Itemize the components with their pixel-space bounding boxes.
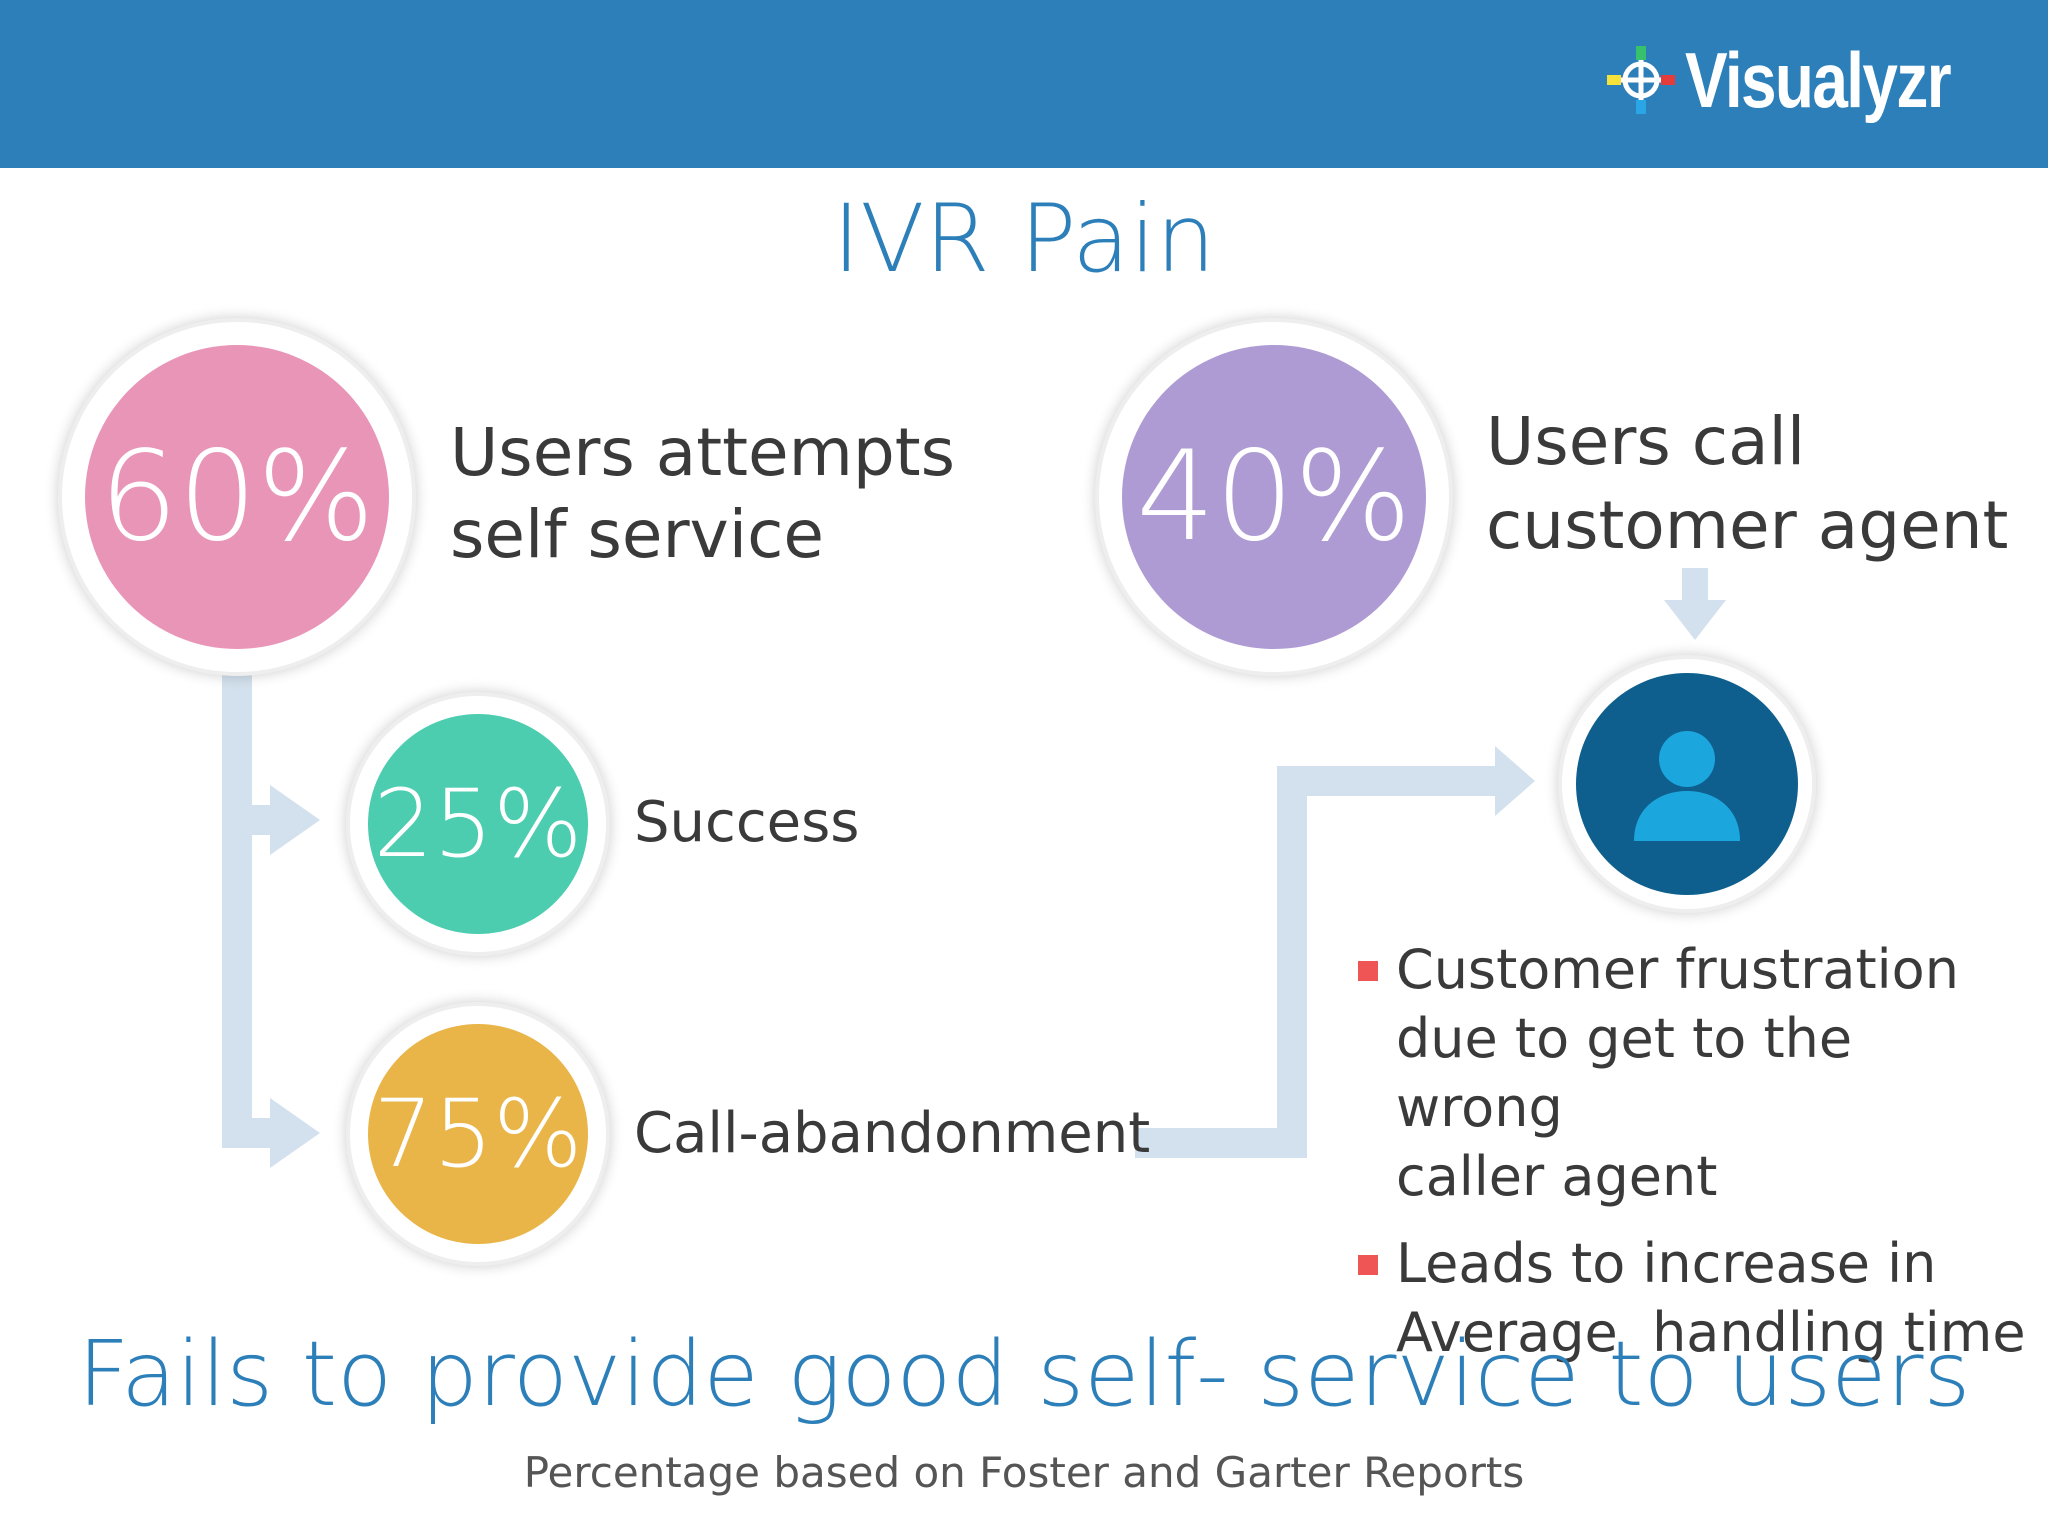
source-note: Percentage based on Foster and Garter Re… [523,1448,1525,1497]
bullet-1-line1: Customer frustration [1396,938,1959,1001]
branch-abandon-connector [222,1118,274,1148]
arrow-down-agent [1664,600,1726,640]
trunk-connector [222,670,252,1148]
agent-call-percent: 40% [1122,345,1426,649]
user-icon [1634,731,1740,841]
bullet-2-line2: Average handling time [1396,1301,2026,1364]
arrow-success [270,785,320,855]
bullet-1-line3: caller agent [1396,1145,1718,1208]
agent-call-label-line1: Users call [1486,403,1806,480]
success-percent: 25% [368,714,588,934]
abandon-to-agent-h2 [1277,766,1499,796]
brand-name: Visualyzr [1684,35,1952,124]
bullet-1-line2: due to get to the wrong [1396,1007,1853,1139]
self-service-label-line1: Users attempts [450,414,956,491]
arrow-agent [1495,746,1535,816]
bullet-square-icon [1358,961,1378,981]
agent-call-connector [1682,568,1708,606]
list-item: Leads to increase in Average handling ti… [1358,1229,2026,1367]
agent-avatar [1576,673,1798,895]
bullet-2-line1: Leads to increase in [1396,1232,1937,1295]
arrow-abandon [270,1098,320,1168]
self-service-label-line2: self service [450,496,824,573]
header-bar: Visualyzr [0,0,2048,168]
page-title: IVR Pain [832,185,1216,294]
branch-success-connector [222,805,274,835]
agent-consequences-list: Customer frustration due to get to the w… [1358,935,2026,1385]
footer-headline: Fails to provide good self- service to u… [77,1322,1971,1427]
bullet-square-icon [1358,1255,1378,1275]
abandonment-label: Call-abandonment [634,1101,1151,1166]
success-label: Success [634,790,860,855]
brand-logo[interactable]: Visualyzr [1605,30,1952,130]
crosshair-icon [1606,46,1675,114]
self-service-percent: 60% [85,345,389,649]
agent-call-label-line2: customer agent [1486,487,2009,564]
list-item: Customer frustration due to get to the w… [1358,935,1998,1211]
agent-call-label: Users call customer agent [1486,400,2008,568]
abandonment-percent: 75% [368,1024,588,1244]
abandon-to-agent-v [1277,766,1307,1158]
self-service-label: Users attempts self service [450,412,955,576]
